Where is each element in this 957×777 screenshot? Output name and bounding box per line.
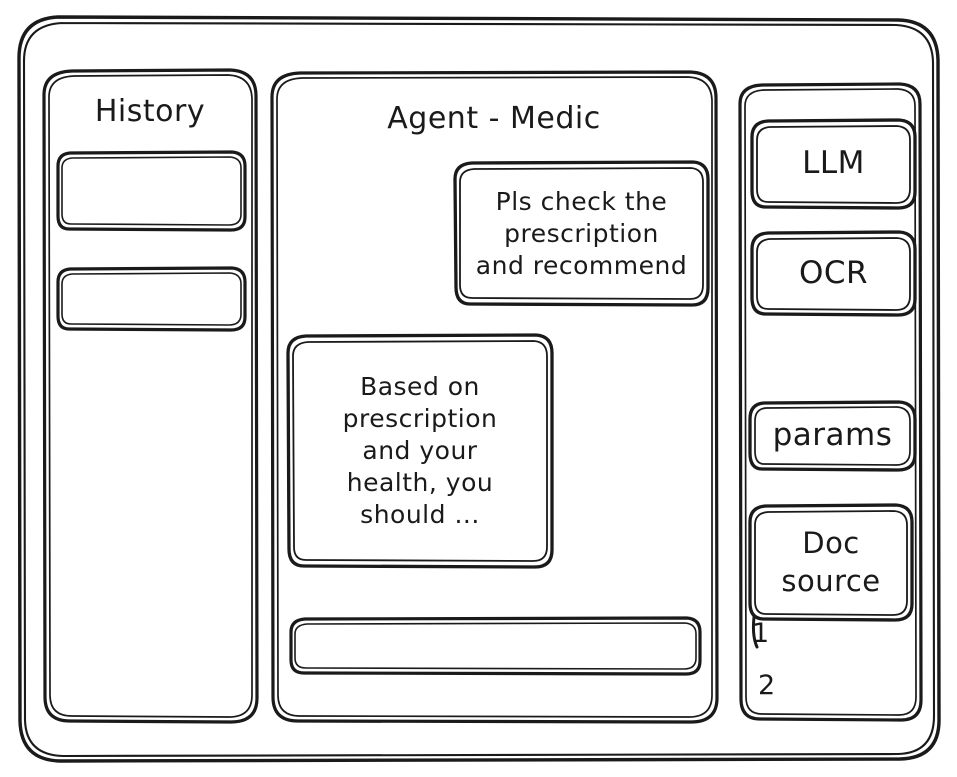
- history-title: History: [44, 88, 256, 136]
- tool-llm-button[interactable]: LLM: [752, 120, 915, 208]
- tool-llm-label: LLM: [802, 145, 865, 182]
- history-item-2[interactable]: [58, 268, 244, 330]
- agent-title-label: Agent - Medic: [387, 100, 601, 136]
- doc-source-box[interactable]: Doc source: [750, 505, 912, 620]
- tool-params-label: params: [772, 417, 893, 454]
- history-item-1[interactable]: [58, 152, 244, 230]
- assistant-message-text: Based on prescription and your health, y…: [342, 372, 498, 529]
- user-message-text: Pls check the prescription and recommend: [475, 186, 688, 280]
- tool-ocr-button[interactable]: OCR: [752, 232, 915, 315]
- doc-source-item-2[interactable]: 2: [758, 670, 776, 701]
- history-title-label: History: [94, 93, 206, 129]
- doc-source-item-1[interactable]: 1: [752, 618, 770, 649]
- assistant-message-bubble: Based on prescription and your health, y…: [288, 335, 552, 567]
- tool-params-button[interactable]: params: [750, 402, 915, 470]
- tool-ocr-label: OCR: [798, 254, 869, 291]
- agent-title: Agent - Medic: [272, 96, 716, 142]
- user-message-bubble: Pls check the prescription and recommend: [455, 162, 708, 305]
- composer-input[interactable]: [291, 618, 700, 674]
- doc-source-label: Doc source: [781, 526, 881, 598]
